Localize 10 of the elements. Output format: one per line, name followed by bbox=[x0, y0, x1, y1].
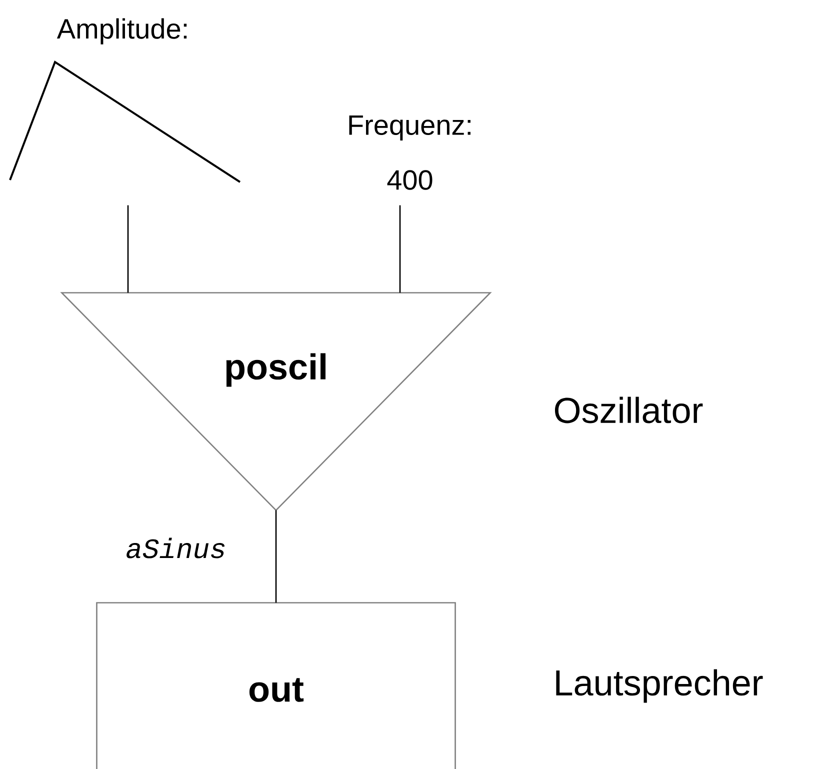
side-label: Oszillator bbox=[555, 396, 703, 424]
output-box: out bbox=[96, 602, 456, 769]
connector-line bbox=[275, 510, 277, 603]
side-label: Lautsprecher bbox=[556, 669, 763, 703]
label-text: 400 bbox=[387, 170, 432, 190]
label-text: Frequenz: bbox=[349, 115, 470, 141]
connector-line bbox=[127, 205, 129, 293]
connector-line bbox=[399, 205, 401, 293]
edge-label: aSinus bbox=[126, 538, 225, 558]
label-text: Amplitude: bbox=[56, 18, 187, 44]
